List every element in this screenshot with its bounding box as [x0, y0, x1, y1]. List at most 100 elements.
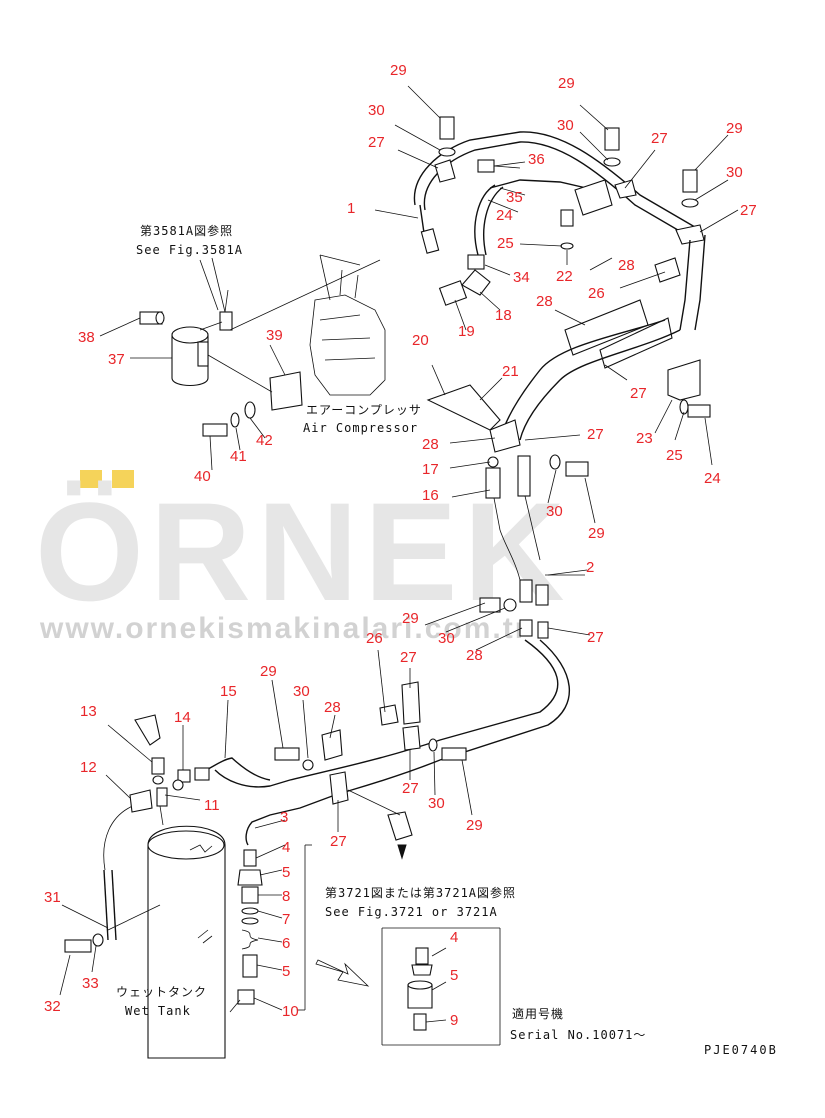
callout-24: 24	[496, 207, 513, 224]
air-compressor	[309, 254, 386, 396]
see-fig-3581a-en: See Fig.3581A	[136, 243, 243, 257]
see-fig-3721-en: See Fig.3721 or 3721A	[325, 905, 498, 919]
detail-arrow	[315, 959, 370, 987]
callout-numbers: 29 30 27 1 29 30 27 29 30 27 36 35 24 25…	[44, 62, 757, 1029]
callout-12: 12	[80, 759, 97, 776]
callout-15: 15	[220, 683, 237, 700]
drawing-code: PJE0740B	[704, 1043, 778, 1057]
callout-11: 11	[204, 797, 220, 814]
callout-26: 26	[366, 630, 383, 647]
callout-27: 27	[740, 202, 757, 219]
callout-30: 30	[428, 795, 445, 812]
leader-lines	[59, 85, 739, 1011]
callout-17: 17	[422, 461, 439, 478]
left-module	[139, 259, 381, 437]
callout-38: 38	[78, 329, 95, 346]
upper-piping	[413, 116, 711, 441]
see-fig-3721-jp: 第3721図または第3721A図参照	[325, 885, 516, 900]
callout-4: 4	[282, 839, 290, 856]
callout-29: 29	[558, 75, 575, 92]
callout-6: 6	[282, 935, 290, 952]
notes: 第3581A図参照 See Fig.3581A エアーコンプレッサ Air Co…	[116, 223, 778, 1057]
callout-27: 27	[330, 833, 347, 850]
callout-29: 29	[260, 663, 277, 680]
callout-7: 7	[282, 911, 290, 928]
callout-28: 28	[536, 293, 553, 310]
callout-4: 4	[450, 929, 458, 946]
callout-27: 27	[587, 629, 604, 646]
callout-5: 5	[450, 967, 458, 984]
callout-25: 25	[666, 447, 683, 464]
callout-30: 30	[726, 164, 743, 181]
callout-10: 10	[282, 1003, 299, 1020]
drain-fittings	[229, 844, 312, 1013]
callout-28: 28	[324, 699, 341, 716]
callout-29: 29	[402, 610, 419, 627]
callout-27: 27	[368, 134, 385, 151]
callout-19: 19	[458, 323, 475, 340]
callout-27: 27	[402, 780, 419, 797]
callout-30: 30	[368, 102, 385, 119]
see-fig-3581a-jp: 第3581A図参照	[140, 223, 233, 238]
callout-27: 27	[587, 426, 604, 443]
callout-18: 18	[495, 307, 512, 324]
callout-20: 20	[412, 332, 429, 349]
callout-23: 23	[636, 430, 653, 447]
callout-21: 21	[502, 363, 519, 380]
callout-9: 9	[450, 1012, 458, 1029]
air-compressor-jp: エアーコンプレッサ	[306, 403, 422, 417]
callout-8: 8	[282, 888, 290, 905]
callout-42: 42	[256, 432, 273, 449]
callout-33: 33	[82, 975, 99, 992]
callout-25: 25	[497, 235, 514, 252]
wet-tank-jp: ウェットタンク	[116, 985, 207, 999]
callout-1: 1	[347, 200, 355, 217]
air-compressor-en: Air Compressor	[303, 421, 418, 435]
watermark: ÖRNEK www.ornekismakinalari.com.tr	[35, 470, 571, 645]
callout-22: 22	[556, 268, 573, 285]
callout-28: 28	[618, 257, 635, 274]
callout-3: 3	[280, 809, 288, 826]
callout-30: 30	[293, 683, 310, 700]
watermark-brand: ÖRNEK	[35, 473, 571, 630]
middle-fittings	[426, 384, 589, 581]
callout-16: 16	[422, 487, 439, 504]
callout-29: 29	[466, 817, 483, 834]
callout-13: 13	[80, 703, 97, 720]
callout-27: 27	[651, 130, 668, 147]
callout-35: 35	[506, 189, 523, 206]
callout-27: 27	[630, 385, 647, 402]
callout-40: 40	[194, 468, 211, 485]
wet-tank-en: Wet Tank	[125, 1004, 191, 1018]
fittings-13-14-15	[134, 714, 271, 791]
callout-29: 29	[390, 62, 407, 79]
callout-30: 30	[546, 503, 563, 520]
callout-41: 41	[230, 448, 247, 465]
callout-26: 26	[588, 285, 605, 302]
serial-jp: 適用号機	[512, 1006, 564, 1021]
callout-39: 39	[266, 327, 283, 344]
callout-30: 30	[438, 630, 455, 647]
serial-en: Serial No.10071～	[510, 1028, 646, 1042]
callout-24: 24	[704, 470, 721, 487]
callout-5: 5	[282, 864, 290, 881]
callout-2: 2	[586, 559, 594, 576]
callout-28: 28	[466, 647, 483, 664]
callout-29: 29	[726, 120, 743, 137]
callout-31: 31	[44, 889, 61, 906]
callout-27: 27	[400, 649, 417, 666]
detail-box	[381, 927, 501, 1046]
watermark-umlaut-dot-left	[80, 470, 102, 488]
callout-32: 32	[44, 998, 61, 1015]
callout-28: 28	[422, 436, 439, 453]
callout-34: 34	[513, 269, 530, 286]
callout-14: 14	[174, 709, 191, 726]
watermark-umlaut-dot-right	[112, 470, 134, 488]
callout-36: 36	[528, 151, 545, 168]
callout-37: 37	[108, 351, 125, 368]
callout-30: 30	[557, 117, 574, 134]
callout-29: 29	[588, 525, 605, 542]
lower-piping	[214, 639, 571, 860]
callout-5: 5	[282, 963, 290, 980]
